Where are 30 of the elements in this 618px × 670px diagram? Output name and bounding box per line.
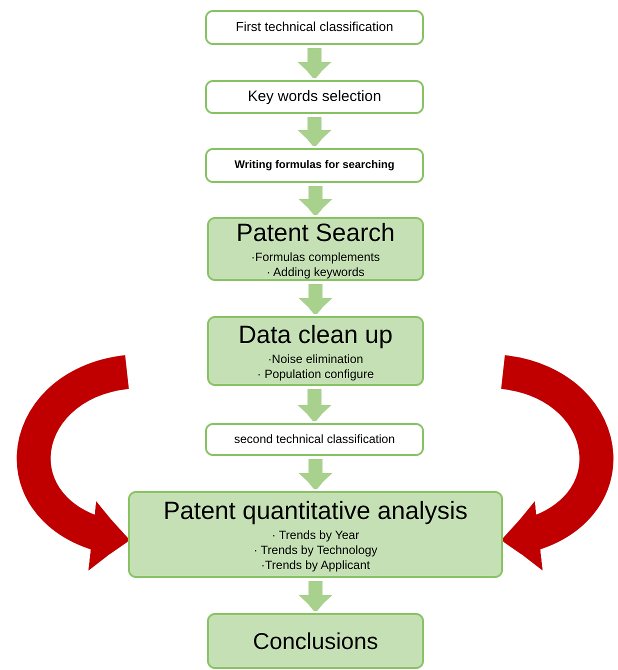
- bullet-text: · Population configure: [257, 366, 374, 382]
- process-box: [207, 316, 424, 386]
- step-title: Data clean up: [238, 320, 393, 352]
- step-title: Patent Search: [236, 218, 395, 250]
- bullet-text: ·Formulas complements: [251, 250, 380, 265]
- down-arrow: [298, 581, 332, 611]
- process-box: [207, 217, 424, 281]
- bullet-text: · Adding keywords: [266, 264, 365, 280]
- bullet-text: ·Trends by Applicant: [261, 558, 370, 573]
- bullet-text: · Trends by Year: [272, 528, 360, 543]
- down-arrow: [298, 389, 332, 421]
- step-box: [205, 10, 424, 45]
- step-title: second technical classification: [234, 432, 395, 447]
- step-title: Patent quantitative analysis: [163, 496, 468, 528]
- step-title: Key words selection: [248, 88, 382, 106]
- down-arrow: [298, 117, 332, 146]
- step-title: Conclusions: [252, 626, 378, 656]
- step-title: Writing formulas for searching: [234, 158, 394, 172]
- step-box: [205, 423, 424, 456]
- process-box: [128, 491, 503, 578]
- step-box: [205, 80, 424, 114]
- step-title: First technical classification: [236, 19, 394, 36]
- bullet-text: · Trends by Technology: [254, 542, 378, 558]
- step-box: [205, 148, 424, 183]
- bullet-text: ·Noise elimination: [268, 352, 364, 367]
- down-arrow: [298, 459, 332, 489]
- down-arrow: [298, 186, 332, 215]
- process-box: [207, 613, 424, 669]
- down-arrow: [298, 284, 332, 314]
- down-arrow: [298, 48, 332, 78]
